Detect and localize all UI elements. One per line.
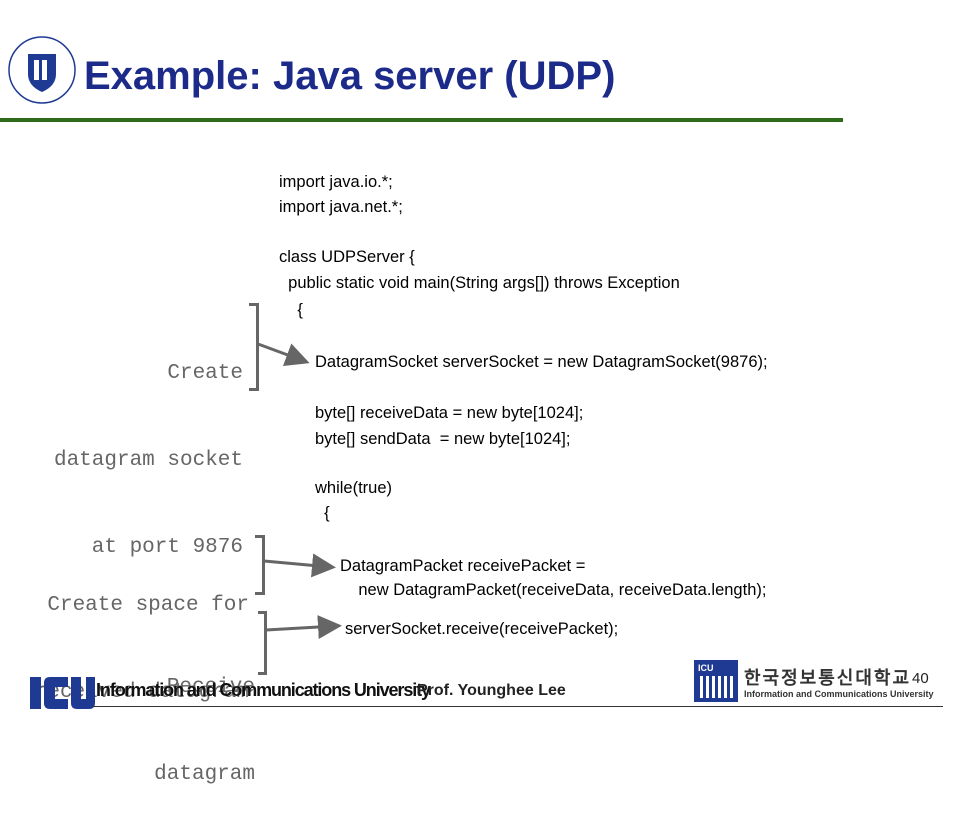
code-line: new DatagramPacket(receiveData, receiveD…	[340, 581, 767, 599]
annotation-receive: Receive datagram	[0, 615, 255, 818]
university-seal-icon: ICU	[8, 36, 76, 104]
footer-university-name: Information and Communications Universit…	[96, 680, 431, 700]
bracket	[249, 303, 259, 391]
bracket	[258, 611, 267, 675]
svg-text:ICU: ICU	[698, 663, 714, 673]
arrow	[263, 553, 336, 578]
arrow	[265, 615, 342, 640]
code-line: {	[279, 301, 303, 319]
annotation-line: datagram socket	[53, 449, 243, 472]
footer-english-name: Information and Communications Universit…	[744, 689, 934, 699]
svg-text:ICU: ICU	[37, 47, 47, 53]
annotation-line: Create space for	[47, 594, 249, 617]
title-divider	[0, 118, 843, 122]
annotation-create-socket: Create datagram socket at port 9876	[0, 301, 243, 591]
footer-professor: Prof. Younghee Lee	[417, 682, 566, 699]
bracket	[255, 535, 265, 595]
arrow	[257, 342, 310, 367]
footer-korean-name: 한국정보통신대학교	[744, 668, 912, 689]
annotation-line: Create	[167, 362, 243, 385]
icu-logo-icon	[30, 677, 95, 709]
code-line: import java.io.*;	[279, 173, 393, 191]
code-line: while(true)	[315, 479, 393, 497]
code-line: byte[] receiveData = new byte[1024];	[315, 404, 584, 422]
code-line: import java.net.*;	[279, 198, 403, 216]
annotation-create-space: Create space for received datagram	[0, 533, 249, 736]
page-number: 40	[912, 670, 929, 687]
code-line: byte[] sendData = new byte[1024];	[315, 430, 571, 448]
page-title: Example: Java server (UDP)	[84, 54, 616, 98]
annotation-line: datagram	[154, 763, 255, 786]
code-line: DatagramPacket receivePacket =	[340, 557, 586, 575]
annotation-line: at port 9876	[91, 536, 243, 559]
icu-box-logo-icon: ICU	[694, 660, 738, 702]
code-line: public static void main(String args[]) t…	[279, 274, 680, 292]
code-line: DatagramSocket serverSocket = new Datagr…	[315, 353, 768, 371]
annotation-line: Receive	[166, 676, 255, 699]
footer-divider	[93, 706, 943, 707]
code-line: class UDPServer {	[279, 248, 415, 266]
code-line: {	[315, 504, 330, 522]
code-line: serverSocket.receive(receivePacket);	[345, 620, 619, 638]
